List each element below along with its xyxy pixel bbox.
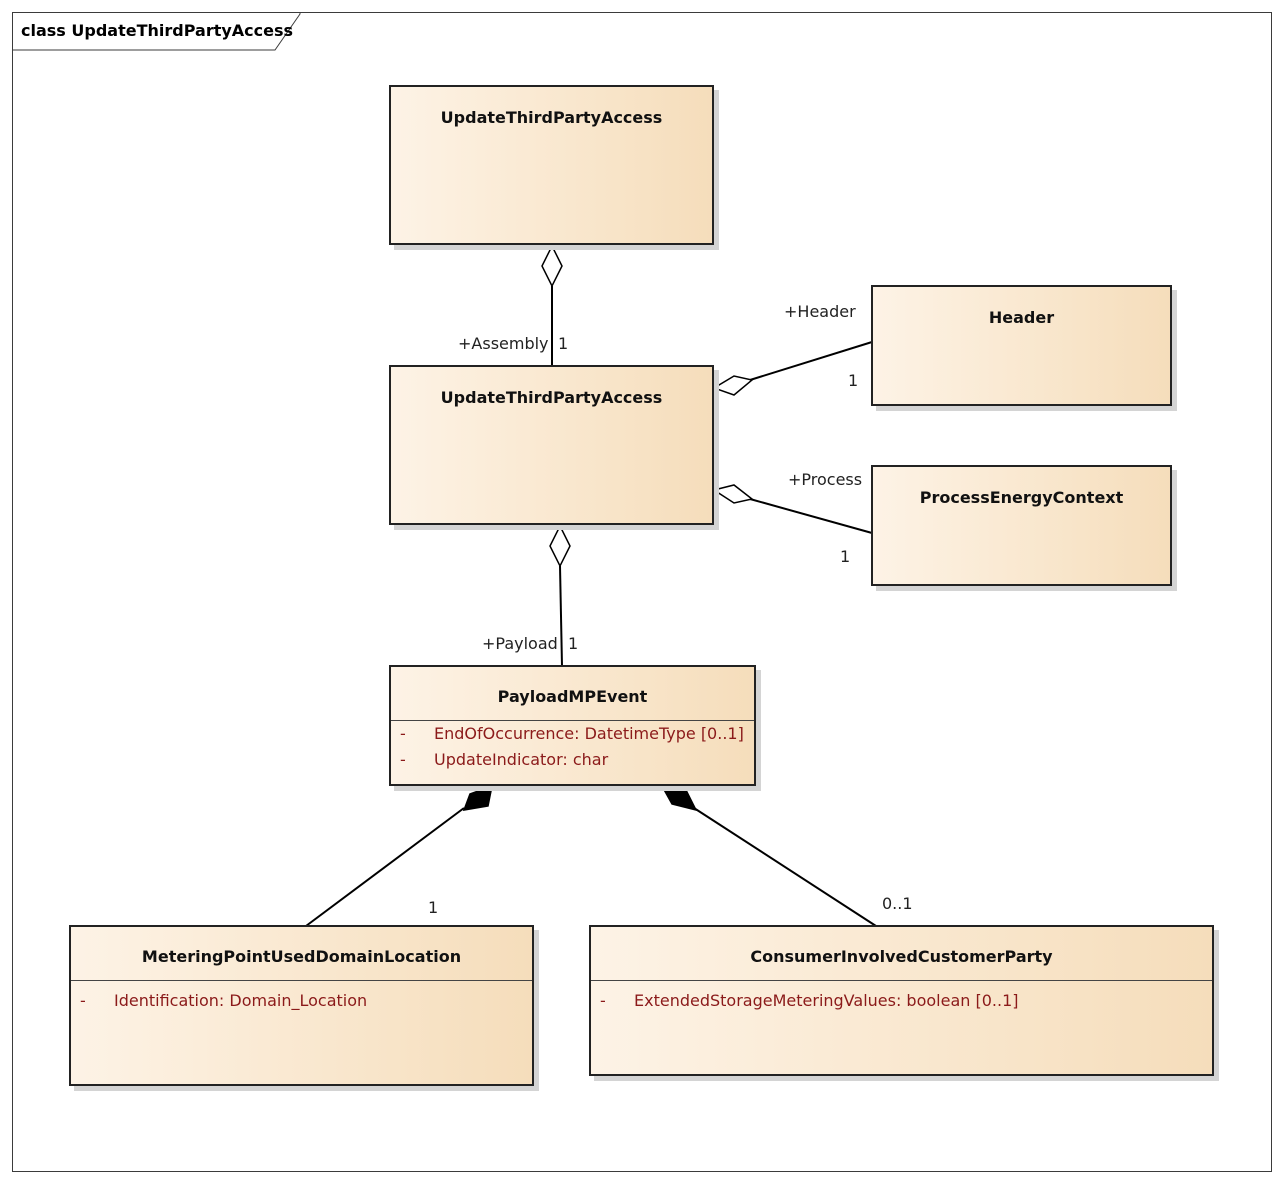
class-consumer-involved-customer-party[interactable]: ConsumerInvolvedCustomerParty - Extended… — [589, 925, 1214, 1076]
process-role-label: +Process — [788, 470, 863, 489]
class-name: ProcessEnergyContext — [919, 488, 1124, 507]
payload-association-line — [559, 565, 563, 667]
attribute-text: ExtendedStorageMeteringValues: boolean [… — [634, 991, 1019, 1010]
class-update-third-party-access-root[interactable]: UpdateThirdPartyAccess — [389, 85, 714, 245]
assembly-role-label: +Assembly — [458, 334, 549, 353]
attribute-row: - UpdateIndicator: char — [391, 747, 754, 773]
consumer-composition-diamond — [660, 785, 698, 812]
class-update-third-party-access-assembly[interactable]: UpdateThirdPartyAccess — [389, 365, 714, 525]
class-name: PayloadMPEvent — [497, 687, 648, 706]
attribute-compartment: - EndOfOccurrence: DatetimeType [0..1] -… — [391, 720, 754, 773]
attribute-row: - ExtendedStorageMeteringValues: boolean… — [591, 988, 1212, 1014]
class-name: UpdateThirdPartyAccess — [440, 388, 663, 407]
class-name: MeteringPointUsedDomainLocation — [141, 947, 462, 966]
consumer-association-line — [693, 807, 877, 927]
attribute-text: EndOfOccurrence: DatetimeType [0..1] — [434, 724, 744, 743]
assembly-multiplicity: 1 — [558, 334, 569, 353]
class-metering-point-used-domain-location[interactable]: MeteringPointUsedDomainLocation - Identi… — [69, 925, 534, 1086]
class-header[interactable]: Header — [871, 285, 1172, 406]
class-name: ConsumerInvolvedCustomerParty — [750, 947, 1053, 966]
header-association-line — [749, 341, 873, 381]
metering-composition-diamond — [462, 784, 493, 811]
assembly-aggregation-diamond — [541, 244, 563, 288]
header-multiplicity: 1 — [848, 371, 859, 390]
class-process-energy-context[interactable]: ProcessEnergyContext — [871, 465, 1172, 586]
metering-multiplicity: 1 — [428, 898, 439, 917]
header-aggregation-diamond — [712, 375, 754, 396]
attribute-visibility: - — [600, 991, 606, 1010]
attribute-visibility: - — [400, 750, 406, 769]
diagram-title: class UpdateThirdPartyAccess — [12, 12, 293, 50]
class-payload-mp-event[interactable]: PayloadMPEvent - EndOfOccurrence: Dateti… — [389, 665, 756, 786]
metering-association-line — [305, 807, 465, 927]
attribute-text: UpdateIndicator: char — [434, 750, 609, 769]
frame-title: UpdateThirdPartyAccess — [71, 21, 294, 40]
attribute-compartment: - Identification: Domain_Location — [71, 980, 532, 1014]
attribute-compartment: - ExtendedStorageMeteringValues: boolean… — [591, 980, 1212, 1014]
process-aggregation-diamond — [712, 484, 754, 504]
payload-aggregation-diamond — [549, 524, 571, 568]
process-association-line — [749, 498, 873, 534]
process-multiplicity: 1 — [840, 547, 851, 566]
consumer-multiplicity: 0..1 — [882, 894, 913, 913]
attribute-row: - EndOfOccurrence: DatetimeType [0..1] — [391, 721, 754, 747]
attribute-text: Identification: Domain_Location — [114, 991, 368, 1010]
payload-role-label: +Payload — [482, 634, 558, 653]
attribute-visibility: - — [80, 991, 86, 1010]
frame-keyword: class — [21, 21, 66, 40]
payload-multiplicity: 1 — [568, 634, 579, 653]
header-role-label: +Header — [784, 302, 856, 321]
diagram-frame — [12, 12, 1272, 1172]
attribute-visibility: - — [400, 724, 406, 743]
class-name: UpdateThirdPartyAccess — [440, 108, 663, 127]
attribute-row: - Identification: Domain_Location — [71, 988, 532, 1014]
class-name: Header — [988, 308, 1055, 327]
